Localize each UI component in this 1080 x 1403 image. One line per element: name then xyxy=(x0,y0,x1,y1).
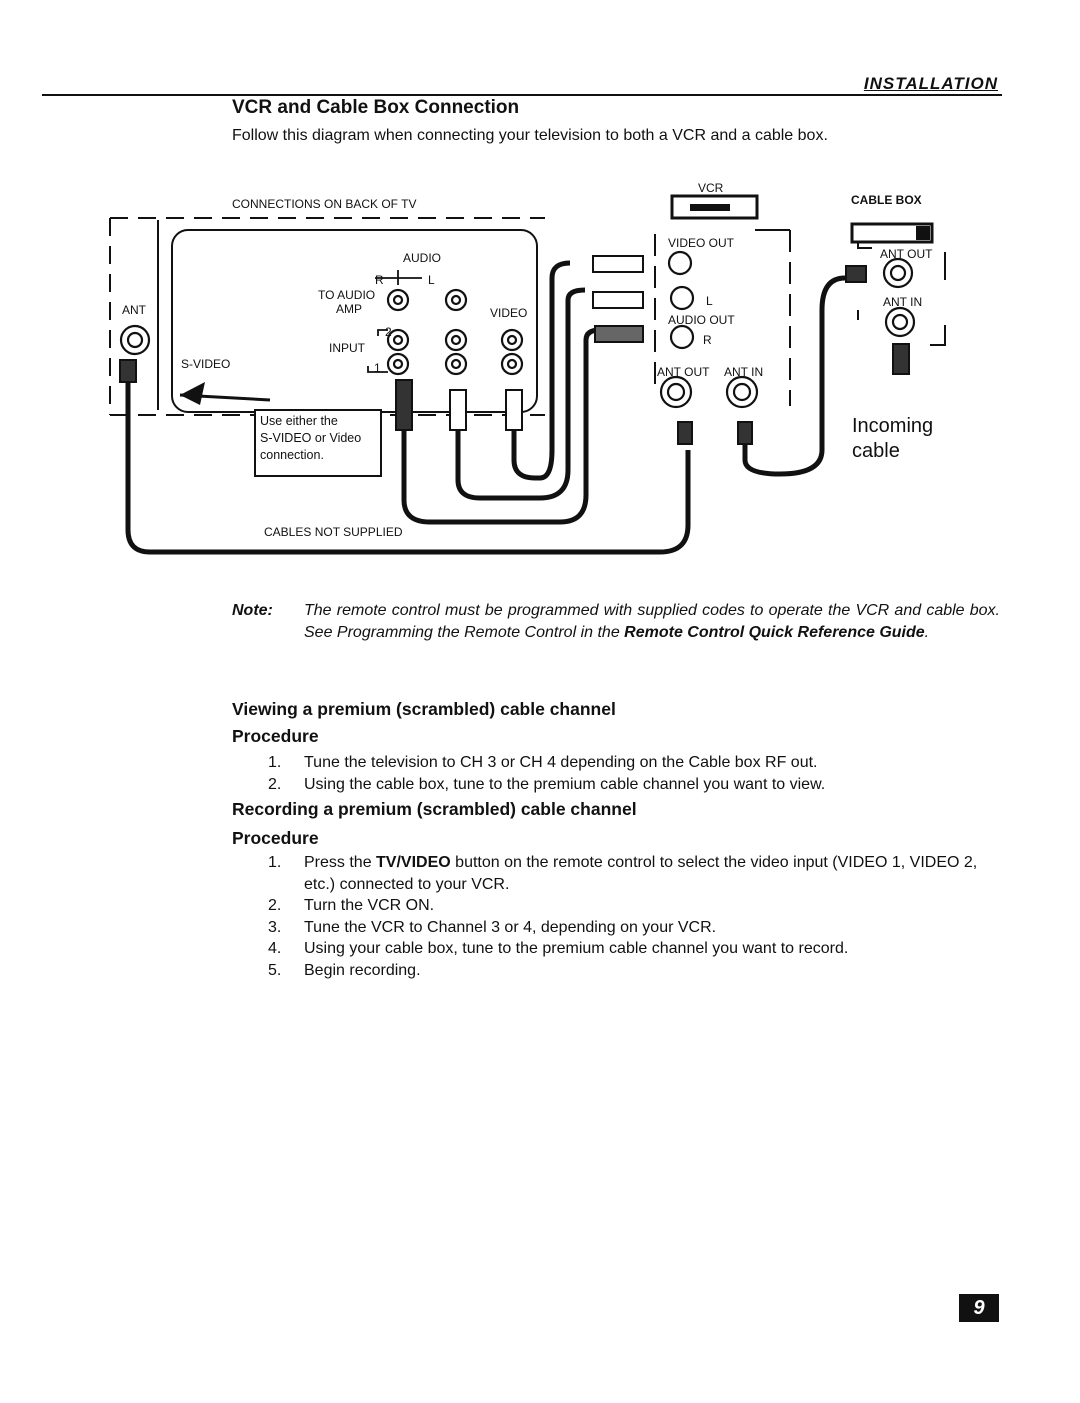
input-2-label: 2 xyxy=(385,325,392,339)
list-item: 3.Tune the VCR to Channel 3 or 4, depend… xyxy=(268,918,717,936)
audio-out-label: AUDIO OUT xyxy=(668,313,735,327)
list-item: 2.Turn the VCR ON. xyxy=(268,897,435,914)
recording-procedure-heading: Procedure xyxy=(232,828,319,848)
section-label: INSTALLATION xyxy=(863,74,998,93)
video-out-label: VIDEO OUT xyxy=(668,236,735,250)
section-title: VCR and Cable Box Connection xyxy=(232,97,520,118)
recording-steps: 1.Press the TV/VIDEO button on the remot… xyxy=(268,852,1008,981)
box-ant-out-label: ANT OUT xyxy=(880,247,933,261)
audio-l-label: L xyxy=(428,273,435,287)
vcr-label: VCR xyxy=(698,181,724,195)
cable-box-label: CABLE BOX xyxy=(851,193,922,207)
ant-label: ANT xyxy=(122,303,147,317)
section-intro: Follow this diagram when connecting your… xyxy=(232,127,828,144)
list-item: 1.Tune the television to CH 3 or CH 4 de… xyxy=(268,754,818,771)
vcr-r-label: R xyxy=(703,333,712,347)
cable-box-device-icon xyxy=(850,222,934,244)
vcr-ant-in-label: ANT IN xyxy=(724,365,763,379)
note-label: Note: xyxy=(232,602,273,619)
vcr-ant-out-label: ANT OUT xyxy=(657,365,710,379)
page-number: 9 xyxy=(959,1294,999,1322)
s-video-label: S-VIDEO xyxy=(181,357,230,371)
input-1-label: 1 xyxy=(374,361,381,375)
viewing-steps: 1.Tune the television to CH 3 or CH 4 de… xyxy=(268,752,1008,795)
s-video-callout: Use either the S-VIDEO or Video connecti… xyxy=(254,409,382,477)
list-item: 2.Using the cable box, tune to the premi… xyxy=(268,775,826,793)
box-ant-in-label: ANT IN xyxy=(883,295,922,309)
connection-diagram: CONNECTIONS ON BACK OF TV AUDIO R L TO A… xyxy=(109,181,946,555)
incoming-cable-label: Incoming cable xyxy=(852,415,934,462)
amp-label: AMP xyxy=(336,302,362,316)
header-rule xyxy=(42,94,1002,96)
to-audio-label: TO AUDIO xyxy=(318,288,375,302)
viewing-title: Viewing a premium (scrambled) cable chan… xyxy=(232,699,616,719)
video-label: VIDEO xyxy=(490,306,527,320)
audio-r-label: R xyxy=(375,273,384,287)
vcr-l-label: L xyxy=(706,294,713,308)
note: Note: The remote control must be program… xyxy=(232,600,1000,644)
list-item: 4.Using your cable box, tune to the prem… xyxy=(268,940,849,957)
cables-not-supplied-label: CABLES NOT SUPPLIED xyxy=(264,525,403,539)
list-item: 1.Press the TV/VIDEO button on the remot… xyxy=(268,854,978,893)
audio-label: AUDIO xyxy=(403,251,441,265)
input-label: INPUT xyxy=(329,341,366,355)
connections-label: CONNECTIONS ON BACK OF TV xyxy=(232,197,416,211)
note-text: The remote control must be programmed wi… xyxy=(304,602,1000,641)
list-item: 5.Begin recording. xyxy=(268,961,421,979)
recording-title: Recording a premium (scrambled) cable ch… xyxy=(232,799,637,819)
viewing-procedure-heading: Procedure xyxy=(232,726,319,746)
